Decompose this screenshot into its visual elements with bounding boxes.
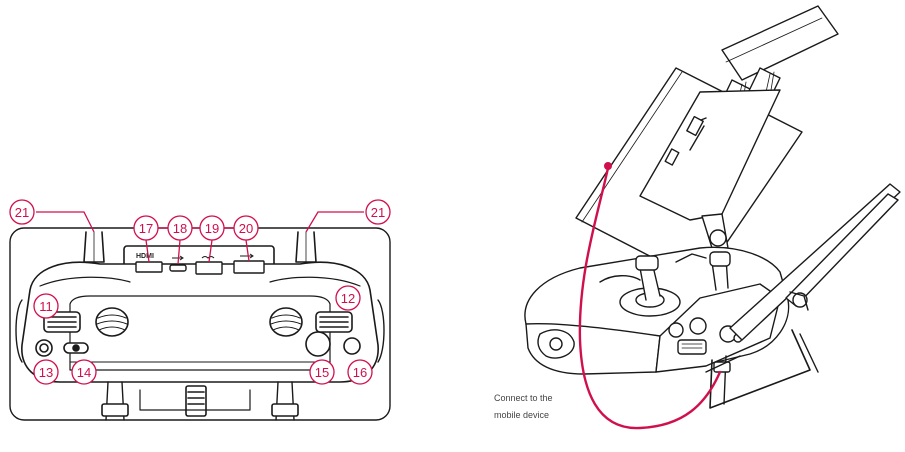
record-button[interactable] xyxy=(35,339,53,357)
device-holder-clamp xyxy=(721,5,839,81)
connect-caption: Connect to the mobile device xyxy=(494,390,553,424)
shutter-button[interactable] xyxy=(305,331,331,357)
hdmi-port-label: HDMI xyxy=(136,253,154,260)
bottom-usb-port[interactable] xyxy=(713,361,731,373)
callout-19: 19 xyxy=(205,221,219,236)
caption-line-2: mobile device xyxy=(494,410,550,420)
center-connector xyxy=(185,385,207,417)
can-bus-port[interactable] xyxy=(195,261,223,275)
callout-14: 14 xyxy=(77,365,91,380)
controller-face xyxy=(69,295,331,371)
controller-stand xyxy=(709,329,811,409)
antenna-left-3d xyxy=(729,183,901,341)
left-stick-knob[interactable] xyxy=(95,307,129,337)
callout-18: 18 xyxy=(173,221,187,236)
dji-icon xyxy=(201,256,215,259)
device-holder xyxy=(639,89,781,221)
usb-port[interactable] xyxy=(233,260,265,274)
antenna-right-3d xyxy=(785,193,899,307)
remote-perspective-view xyxy=(524,5,901,409)
callout-12: 12 xyxy=(341,291,355,306)
hdmi-port[interactable] xyxy=(135,261,163,273)
caption-line-1: Connect to the xyxy=(494,393,553,403)
callout-16: 16 xyxy=(353,365,367,380)
callout-13: 13 xyxy=(39,365,53,380)
cable-connector xyxy=(604,162,612,170)
callout-21-left: 21 xyxy=(15,205,29,220)
remote-back-view xyxy=(9,227,391,421)
callout-17: 17 xyxy=(139,221,153,236)
callout-21-right: 21 xyxy=(371,205,385,220)
callout-15: 15 xyxy=(315,365,329,380)
usb-icon xyxy=(172,255,184,261)
callout-20: 20 xyxy=(239,221,253,236)
callout-labels: 21 21 17 18 19 20 11 12 13 14 15 16 xyxy=(15,205,385,380)
usb-cable xyxy=(578,166,722,430)
usb-icon-2 xyxy=(240,253,254,259)
playback-button[interactable] xyxy=(343,337,361,355)
micro-usb-port[interactable] xyxy=(169,264,187,272)
right-stick-knob[interactable] xyxy=(269,307,303,337)
back-view-callouts xyxy=(9,199,391,385)
callout-11: 11 xyxy=(39,299,53,314)
